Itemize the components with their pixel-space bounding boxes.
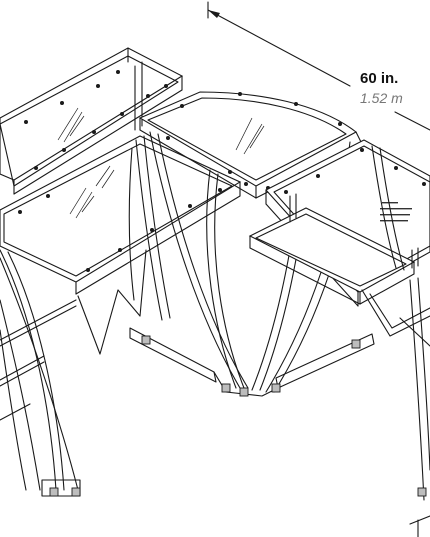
- dimension-line-continued: [394, 111, 430, 131]
- center-foot-left: [141, 335, 151, 345]
- dimension-metric-label: 1.52 m: [360, 90, 403, 106]
- right-foot: [417, 487, 427, 497]
- center-frame: [129, 131, 375, 397]
- right-frame: [361, 145, 430, 501]
- center-foot-middle: [221, 383, 231, 393]
- base-rail-left: [129, 327, 217, 383]
- dimension-indicator: 60 in. 1.52 m: [207, 1, 430, 537]
- center-foot-far-right: [351, 339, 361, 349]
- left-desk-surface: [0, 135, 242, 295]
- center-foot-right: [271, 383, 281, 393]
- left-foot: [49, 487, 59, 497]
- left-desk-glass: [0, 135, 242, 283]
- left-upper-shelf: [0, 47, 184, 195]
- dimension-line-lower: [409, 515, 430, 525]
- center-foot-middle-2: [239, 387, 249, 397]
- dimension-arrowhead: [208, 10, 220, 18]
- left-frame: [0, 135, 171, 497]
- dimension-line: [207, 9, 351, 87]
- left-foot-2: [71, 487, 81, 497]
- left-shelf-glass: [0, 47, 184, 181]
- dimension-imperial-label: 60 in.: [360, 70, 398, 87]
- keyboard-tray: [248, 193, 419, 305]
